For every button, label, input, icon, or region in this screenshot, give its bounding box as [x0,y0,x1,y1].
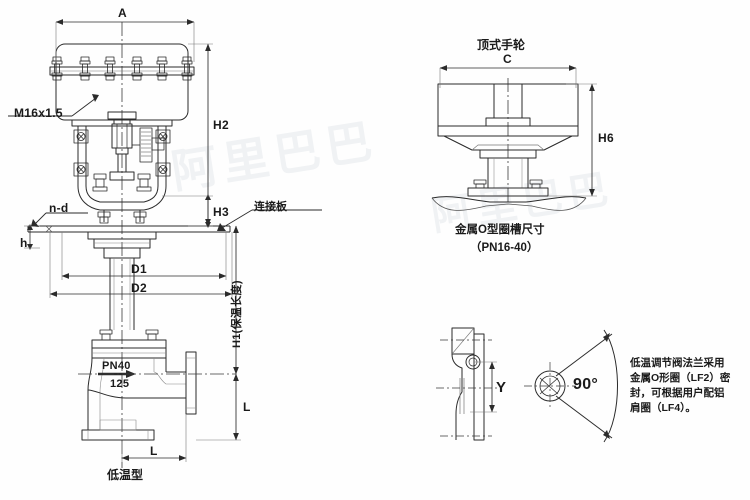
dim-label-H2: H2 [213,118,229,132]
callout-connection-plate: 连接板 [254,201,287,213]
dim-label-L-vertical: L [243,400,251,414]
dim-label-L-horizontal: L [150,444,158,458]
note-line-3: 肩圈（LF4）。 [630,402,696,414]
dim-label-angle: 90° [573,376,599,393]
dim-label-h: h [20,236,28,250]
callout-bolt-pattern: n-d [49,201,69,215]
dim-label-D1: D1 [131,262,147,276]
dim-label-A: A [118,6,127,20]
caption-oring-line2: （PN16-40） [470,242,539,254]
dim-label-C: C [503,52,512,66]
note-line-1: 金属O形圈（LF2）密 [630,372,731,384]
note-line-2: 封，可根据用户配铝 [630,387,725,399]
label-pressure-rating: PN40 [102,360,131,372]
dim-label-D2: D2 [131,281,147,295]
label-size: 125 [110,378,130,390]
caption-handwheel-title: 顶式手轮 [477,38,526,52]
caption-oring-line1: 金属O型圈槽尺寸 [455,224,545,236]
dim-label-Y: Y [496,379,507,396]
callout-thread: M16x1.5 [14,106,63,120]
caption-low-temp-type: 低温型 [107,468,144,482]
dim-label-H1: H1(保温长度) [231,280,243,348]
note-line-0: 低温调节阀法兰采用 [630,357,725,369]
dim-label-H3: H3 [213,205,229,219]
dim-label-H6: H6 [598,131,614,145]
